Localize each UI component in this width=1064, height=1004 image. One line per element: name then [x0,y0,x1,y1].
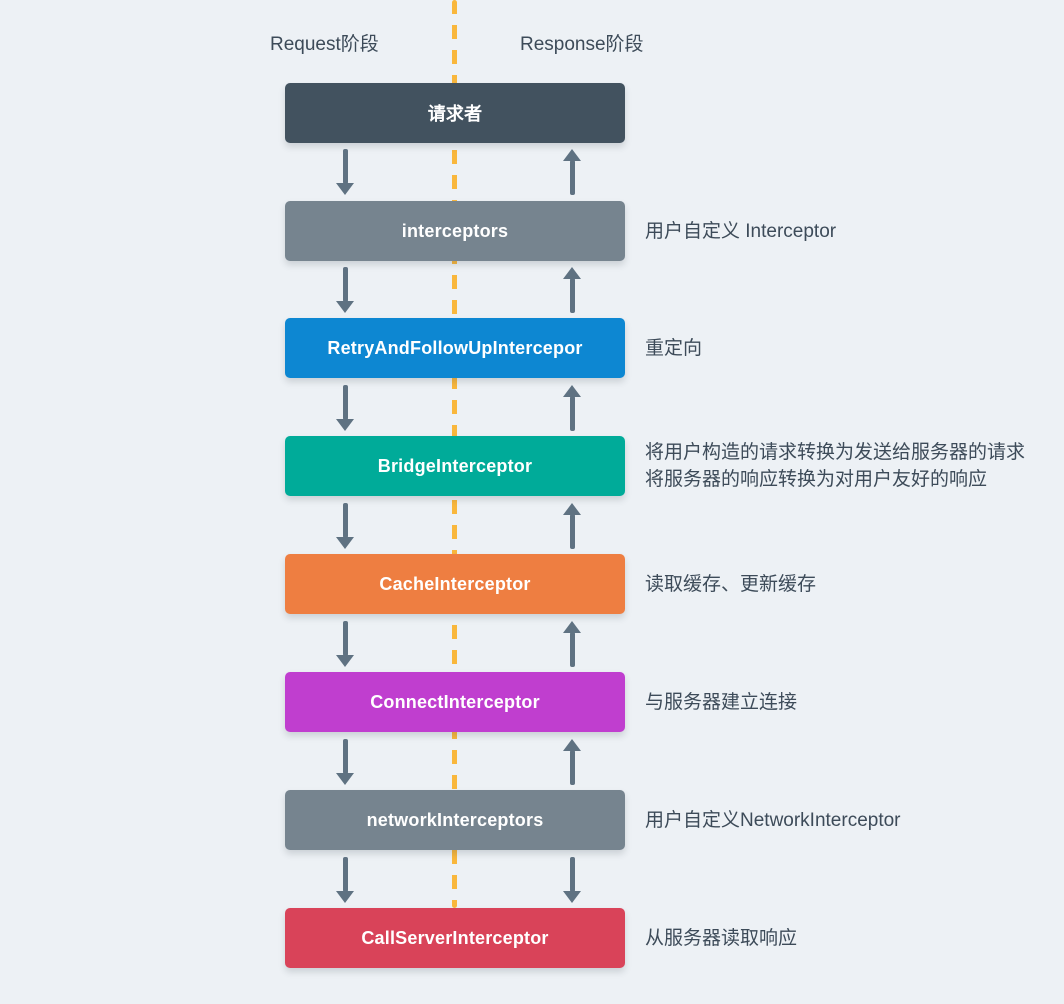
node-network-label: networkInterceptors [366,809,544,830]
annotation-line: 将服务器的响应转换为对用户友好的响应 [645,469,988,490]
node-cache-label: CacheInterceptor [379,573,531,594]
node-retry-label: RetryAndFollowUpIntercepor [327,337,583,358]
node-call-server-interceptor: CallServerInterceptor [285,908,625,968]
node-bridge-label: BridgeInterceptor [377,455,533,476]
node-requester-label: 请求者 [427,104,483,124]
request-arrow-down-icon-7 [336,857,354,903]
annotation-call-server: 从服务器读取响应 [645,908,797,968]
annotation-line: 从服务器读取响应 [645,927,798,949]
node-connect-label: ConnectInterceptor [370,691,540,712]
annotation-line: 将用户构造的请求转换为发送给服务器的请求 [645,442,1026,463]
node-cache-interceptor: CacheInterceptor [285,554,625,614]
node-interceptors-label: interceptors [401,220,509,241]
response-arrow-up-icon-4 [563,503,581,549]
response-arrow-up-icon-6 [563,739,581,785]
node-call-server-label: CallServerInterceptor [361,927,549,948]
response-arrow-up-icon-5 [563,621,581,667]
request-arrow-down-icon-2 [336,267,354,313]
node-bridge-interceptor: BridgeInterceptor [285,436,625,496]
request-arrow-down-icon-4 [336,503,354,549]
node-connect-interceptor: ConnectInterceptor [285,672,625,732]
annotation-cache: 读取缓存、更新缓存 [645,554,816,614]
annotation-bridge: 将用户构造的请求转换为发送给服务器的请求 将服务器的响应转换为对用户友好的响应 [645,436,1025,496]
annotation-retry: 重定向 [645,318,702,378]
response-arrow-up-icon-1 [563,149,581,195]
annotation-line: 用户自定义NetworkInterceptor [645,809,901,831]
node-retry-and-follow-up-interceptor: RetryAndFollowUpIntercepor [285,318,625,378]
annotation-connect: 与服务器建立连接 [645,672,797,732]
request-phase-label: Request阶段 [270,34,379,55]
response-arrow-up-icon-3 [563,385,581,431]
request-arrow-down-icon-3 [336,385,354,431]
request-arrow-down-icon-1 [336,149,354,195]
node-requester: 请求者 [285,83,625,143]
response-arrow-up-icon-2 [563,267,581,313]
annotation-network: 用户自定义NetworkInterceptor [645,790,901,850]
request-arrow-down-icon-6 [336,739,354,785]
node-interceptors: interceptors [285,201,625,261]
annotation-line: 与服务器建立连接 [645,691,798,713]
response-arrow-down-icon-7 [563,857,581,903]
response-phase-label: Response阶段 [520,34,644,55]
annotation-line: 读取缓存、更新缓存 [645,573,817,595]
annotation-line: 重定向 [645,337,703,359]
annotation-line: 用户自定义 Interceptor [645,220,837,242]
request-arrow-down-icon-5 [336,621,354,667]
node-network-interceptors: networkInterceptors [285,790,625,850]
annotation-interceptors: 用户自定义 Interceptor [645,201,836,261]
